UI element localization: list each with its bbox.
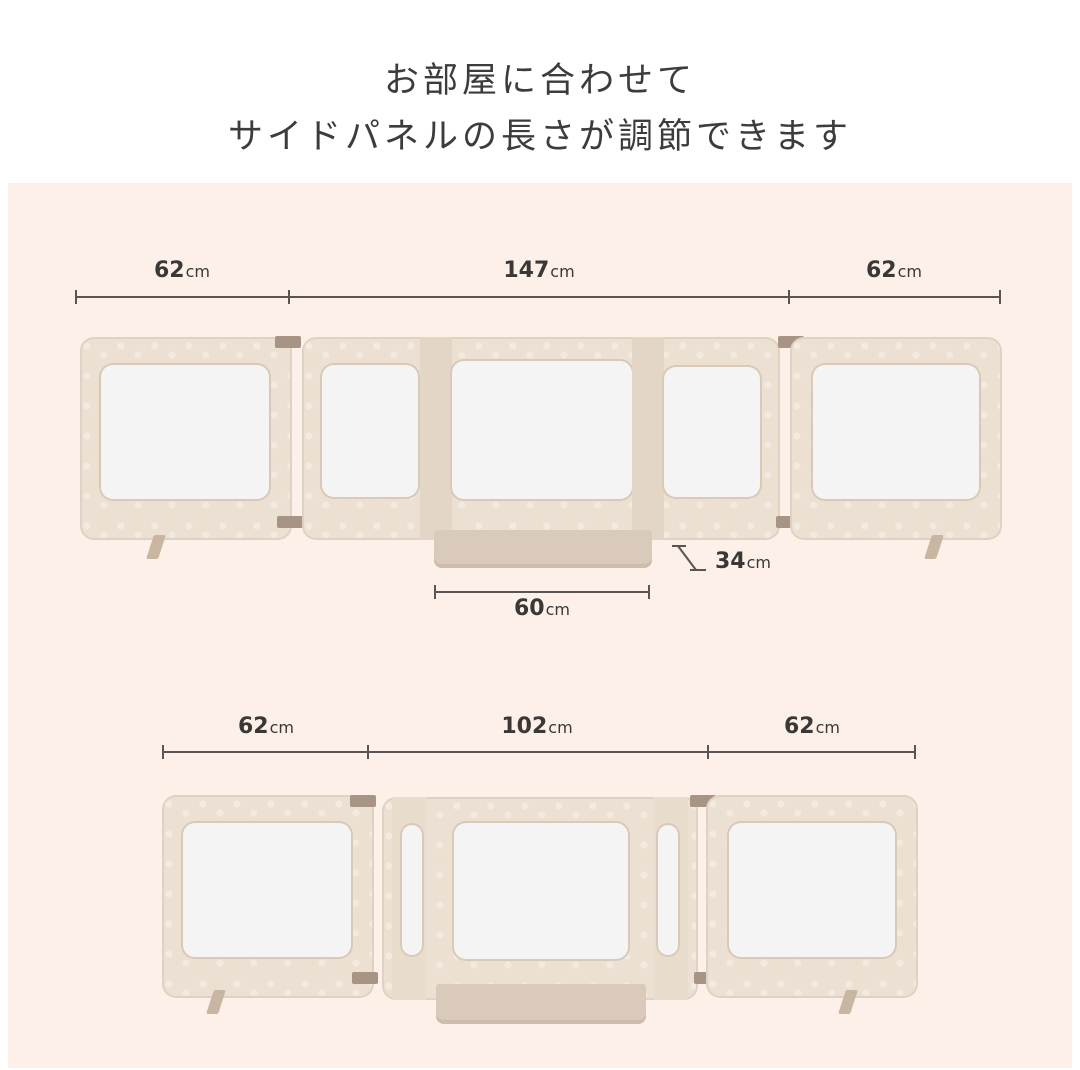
hinge-icon <box>352 972 378 984</box>
mesh-window <box>729 823 895 957</box>
hinge-icon <box>277 516 303 528</box>
wide-center-width-label: 147cm <box>503 258 575 283</box>
narrow-right-side-panel <box>706 795 918 998</box>
mesh-window <box>322 365 418 497</box>
narrow-center-gate <box>382 797 698 1000</box>
wide-base-plate <box>434 530 652 568</box>
mesh-window <box>813 365 979 499</box>
wide-right-side-panel <box>790 337 1002 540</box>
hinge-icon <box>275 336 301 348</box>
headline-line-2: サイドパネルの長さが調節できます <box>227 117 852 157</box>
narrow-base-plate <box>436 984 646 1024</box>
wide-dimension-line <box>75 290 1001 304</box>
narrow-dimension-line <box>162 745 916 759</box>
mesh-window <box>183 823 351 957</box>
wide-left-side-panel <box>80 337 292 540</box>
headline-line-1: お部屋に合わせて <box>383 61 696 101</box>
mesh-window <box>664 367 760 497</box>
wide-center-gate <box>302 337 780 540</box>
base-width-label: 60cm <box>513 596 571 621</box>
base-depth-label: 34cm <box>714 549 772 574</box>
wide-left-width-label: 62cm <box>153 258 211 283</box>
extension-strap <box>632 337 664 540</box>
extension-strap <box>420 337 452 540</box>
narrow-left-width-label: 62cm <box>237 714 295 739</box>
mesh-window <box>101 365 269 499</box>
narrow-left-side-panel <box>162 795 374 998</box>
mesh-window <box>454 823 628 959</box>
base-depth-dimension-line <box>672 545 706 571</box>
wide-right-width-label: 62cm <box>865 258 923 283</box>
narrow-right-width-label: 62cm <box>783 714 841 739</box>
mesh-window <box>452 361 632 499</box>
mesh-window <box>658 825 678 955</box>
hinge-icon <box>350 795 376 807</box>
mesh-window <box>402 825 422 955</box>
base-width-dimension-line <box>434 585 650 599</box>
narrow-center-width-label: 102cm <box>501 714 573 739</box>
